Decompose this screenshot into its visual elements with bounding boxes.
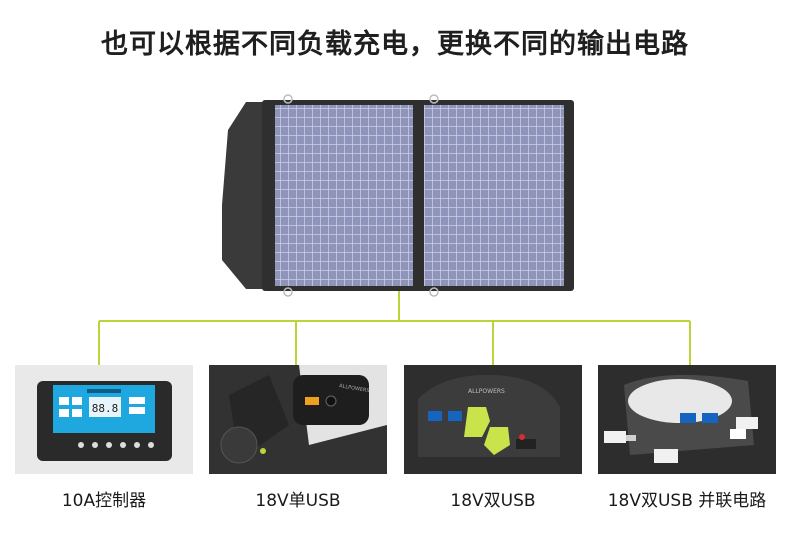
- option-image-controller: 88.8: [15, 365, 193, 474]
- option-image-single-usb: ALLPOWERS: [209, 365, 387, 474]
- parallel-dual-usb-controller-icon: [598, 365, 776, 474]
- svg-text:ALLPOWERS: ALLPOWERS: [468, 388, 505, 395]
- option-label-single-usb: 18V单USB: [255, 491, 341, 511]
- page-headline: 也可以根据不同负载充电，更换不同的输出电路: [101, 29, 689, 60]
- dual-usb-junction-box-icon: ALLPOWERS: [404, 365, 582, 474]
- option-label-dual-usb: 18V双USB: [450, 491, 536, 511]
- option-image-dual-usb: ALLPOWERS: [404, 365, 582, 474]
- single-usb-junction-box-icon: ALLPOWERS: [209, 365, 387, 474]
- option-label-controller: 10A控制器: [61, 491, 147, 511]
- svg-text:88.8: 88.8: [92, 402, 119, 415]
- connector-tree: [98, 291, 691, 365]
- solar-charge-controller-icon: 88.8: [37, 381, 172, 461]
- option-label-parallel-usb: 18V双USB 并联电路: [607, 491, 767, 511]
- folding-solar-panel-icon: [222, 94, 574, 297]
- svg-text:ALLPOWERS: ALLPOWERS: [339, 383, 370, 394]
- option-image-parallel-usb: [598, 365, 776, 474]
